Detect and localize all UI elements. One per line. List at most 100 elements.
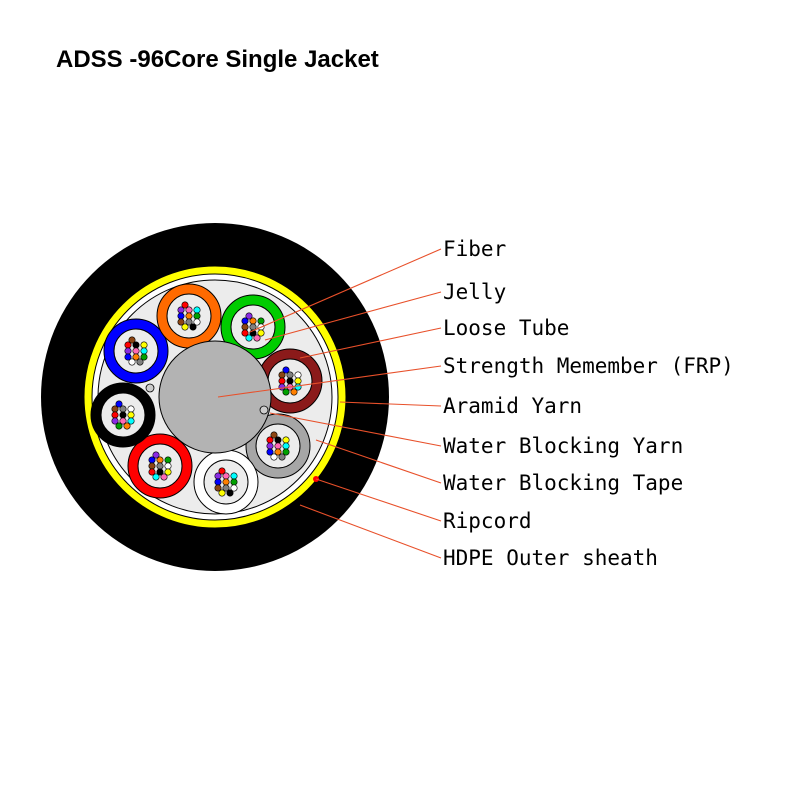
fiber bbox=[111, 417, 119, 425]
fiber bbox=[270, 453, 278, 461]
leader-line-loose_tube bbox=[299, 327, 442, 359]
water-blocking-yarn bbox=[259, 405, 269, 415]
fiber bbox=[270, 431, 278, 439]
loose-tube-orange bbox=[156, 283, 222, 349]
leader-line-jelly bbox=[264, 291, 442, 341]
diagram-title: ADSS -96Core Single Jacket bbox=[56, 46, 379, 73]
fiber bbox=[282, 442, 290, 450]
label-strength: Strength Memember (FRP) bbox=[443, 354, 734, 378]
fiber bbox=[152, 473, 160, 481]
fiber bbox=[266, 442, 274, 450]
fiber bbox=[132, 353, 140, 361]
fiber bbox=[222, 478, 230, 486]
fiber bbox=[148, 462, 156, 470]
fiber bbox=[140, 347, 148, 355]
loose-tube-brown bbox=[257, 348, 323, 414]
label-aramid: Aramid Yarn bbox=[443, 394, 582, 418]
fiber bbox=[160, 473, 168, 481]
loose-tube-red bbox=[127, 433, 193, 499]
fiber bbox=[115, 400, 123, 408]
fiber bbox=[222, 484, 230, 492]
callout-loose_tube: Loose Tube bbox=[299, 316, 569, 359]
fiber bbox=[177, 318, 185, 326]
fiber bbox=[140, 353, 148, 361]
fiber bbox=[123, 422, 131, 430]
fiber bbox=[274, 448, 282, 456]
fiber bbox=[193, 318, 201, 326]
fiber bbox=[156, 468, 164, 476]
loose-tube-blue bbox=[103, 318, 169, 384]
callout-jelly: Jelly bbox=[264, 280, 506, 341]
fiber bbox=[156, 462, 164, 470]
label-fiber: Fiber bbox=[443, 237, 506, 261]
fiber bbox=[111, 411, 119, 419]
fiber bbox=[124, 347, 132, 355]
fiber bbox=[148, 468, 156, 476]
fiber bbox=[282, 366, 290, 374]
strength-member-frp bbox=[158, 340, 272, 454]
fiber bbox=[189, 323, 197, 331]
callout-fiber: Fiber bbox=[249, 237, 506, 333]
callout-wb_tape: Water Blocking Tape bbox=[315, 439, 683, 495]
loose-tube-black bbox=[90, 382, 156, 448]
fiber bbox=[290, 388, 298, 396]
leader-line-wb_yarn bbox=[269, 412, 442, 447]
label-loose_tube: Loose Tube bbox=[443, 316, 569, 340]
fiber bbox=[115, 422, 123, 430]
fiber bbox=[245, 312, 253, 320]
fiber bbox=[124, 353, 132, 361]
fiber bbox=[282, 436, 290, 444]
leader-line-aramid bbox=[339, 401, 442, 407]
leader-line-fiber bbox=[249, 248, 442, 333]
fiber bbox=[294, 377, 302, 385]
fiber bbox=[127, 417, 135, 425]
fiber bbox=[128, 336, 136, 344]
callout-wb_yarn: Water Blocking Yarn bbox=[269, 412, 683, 458]
callout-strength: Strength Memember (FRP) bbox=[217, 354, 734, 398]
fiber bbox=[218, 489, 226, 497]
label-jelly: Jelly bbox=[443, 280, 506, 304]
fiber bbox=[181, 301, 189, 309]
loose-tube-white bbox=[193, 449, 259, 515]
fiber bbox=[164, 456, 172, 464]
fiber bbox=[193, 306, 201, 314]
fiber bbox=[294, 371, 302, 379]
fiber bbox=[241, 323, 249, 331]
fiber bbox=[257, 329, 265, 337]
label-wb_yarn: Water Blocking Yarn bbox=[443, 434, 683, 458]
fiber bbox=[282, 448, 290, 456]
fiber bbox=[136, 358, 144, 366]
fiber bbox=[181, 323, 189, 331]
callout-aramid: Aramid Yarn bbox=[339, 394, 582, 418]
fiber bbox=[164, 462, 172, 470]
loose-tube-grey bbox=[245, 413, 311, 479]
callout-ripcord: Ripcord bbox=[315, 478, 532, 533]
fiber bbox=[127, 411, 135, 419]
callout-hdpe: HDPE Outer sheath bbox=[299, 504, 658, 570]
fiber bbox=[286, 377, 294, 385]
water-blocking-yarn bbox=[145, 383, 155, 393]
leader-line-strength bbox=[217, 365, 442, 398]
fiber bbox=[245, 334, 253, 342]
cable-cross-section bbox=[41, 223, 389, 571]
fiber bbox=[278, 377, 286, 385]
fiber bbox=[132, 347, 140, 355]
fiber bbox=[140, 341, 148, 349]
leader-line-wb_tape bbox=[315, 439, 442, 484]
fiber bbox=[152, 451, 160, 459]
fiber bbox=[164, 468, 172, 476]
fiber bbox=[193, 312, 201, 320]
fiber bbox=[218, 467, 226, 475]
leader-line-ripcord bbox=[315, 478, 442, 522]
fiber bbox=[214, 484, 222, 492]
fiber bbox=[185, 318, 193, 326]
fiber bbox=[230, 484, 238, 492]
fiber bbox=[119, 417, 127, 425]
fiber bbox=[127, 405, 135, 413]
leader-line-hdpe bbox=[299, 504, 442, 559]
fiber bbox=[226, 489, 234, 497]
fiber bbox=[177, 312, 185, 320]
fiber bbox=[257, 317, 265, 325]
fiber bbox=[282, 388, 290, 396]
